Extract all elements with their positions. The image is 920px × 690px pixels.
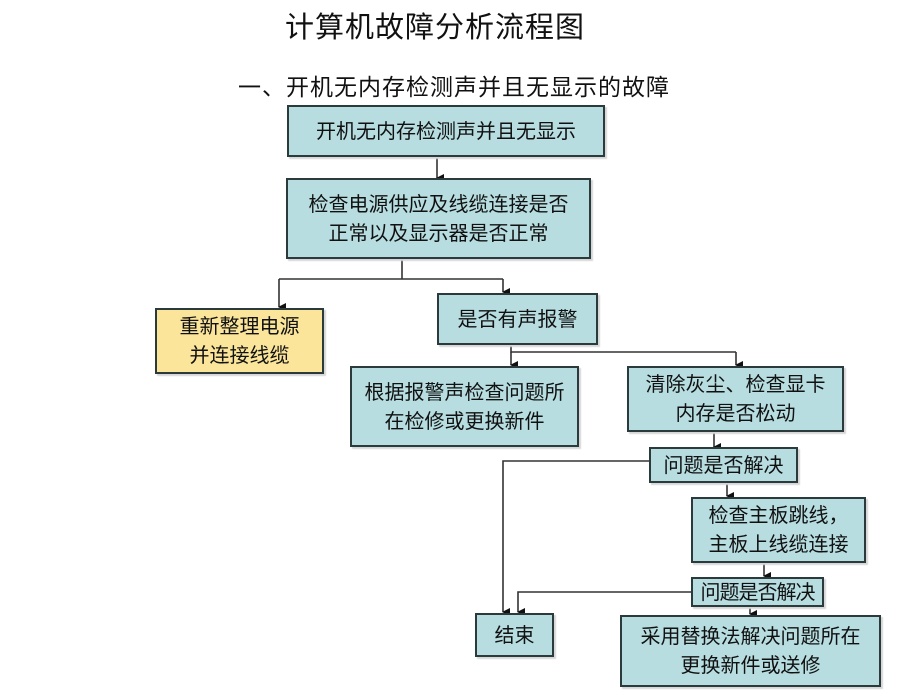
node-end: 结束 [475,613,554,657]
node-start: 开机无内存检测声并且无显示 [287,105,605,157]
connector-alarm-split [510,344,736,353]
node-mainboard: 检查主板跳线， 主板上线缆连接 [691,497,866,563]
arrow-solved-2-to-end [517,591,691,616]
arrow-solved-1-to-end [502,460,649,616]
node-check-by-alarm: 根据报警声检查问题所 在检修或更换新件 [350,366,579,447]
page-title: 计算机故障分析流程图 [284,10,585,44]
node-replace: 采用替换法解决问题所在 更换新件或送修 [620,615,881,687]
section-subtitle: 一、开机无内存检测声并且无显示的故障 [238,75,670,101]
node-reconnect: 重新整理电源 并连接线缆 [155,308,324,374]
node-clean: 清除灰尘、检查显卡 内存是否松动 [627,366,844,432]
node-solved-2: 问题是否解决 [691,577,824,607]
node-check-power: 检查电源供应及线缆连接是否 正常以及显示器是否正常 [286,178,591,259]
node-alarm: 是否有声报警 [437,293,598,345]
node-solved-1: 问题是否解决 [649,447,798,483]
